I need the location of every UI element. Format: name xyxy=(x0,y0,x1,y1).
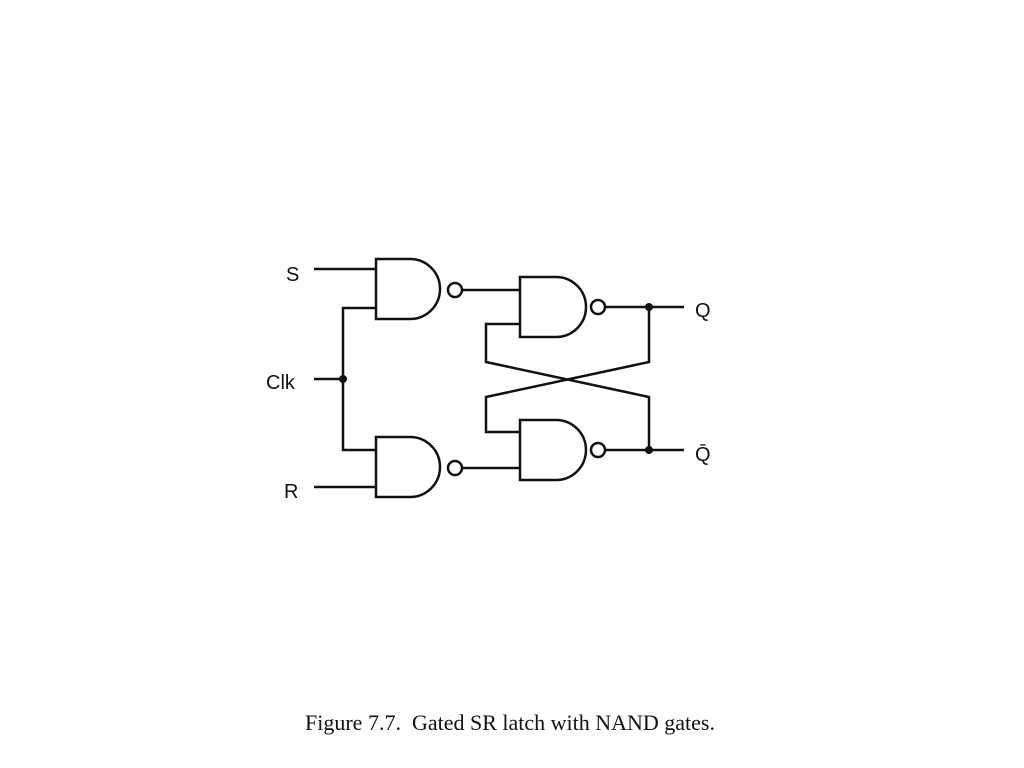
input-label-s: S xyxy=(286,264,299,286)
nand-gate-bottom-latch xyxy=(518,418,588,482)
input-label-clk: Clk xyxy=(266,372,296,394)
nand-gate-top-input xyxy=(374,257,442,321)
inversion-bubble-bottom-latch xyxy=(589,441,607,459)
inversion-bubble-top-latch xyxy=(589,298,607,316)
q-bar-junction-dot xyxy=(645,446,653,454)
feedback-q-bar-to-gate3 xyxy=(484,322,651,450)
nand-gate-bottom-input xyxy=(374,435,442,499)
input-label-r: R xyxy=(284,481,298,503)
figure-caption: Figure 7.7. Gated SR latch with NAND gat… xyxy=(305,710,715,735)
output-label-q: Q xyxy=(695,300,711,322)
inversion-bubble-top-input xyxy=(446,281,464,299)
q-junction-dot xyxy=(645,303,653,311)
inversion-bubble-bottom-input xyxy=(446,459,464,477)
clk-wire-to-top-gate xyxy=(341,306,376,379)
clk-junction-dot xyxy=(339,375,347,383)
output-label-q-bar: Q̄ xyxy=(695,443,711,466)
nand-gate-top-latch xyxy=(518,275,588,339)
feedback-q-to-gate4 xyxy=(484,307,651,434)
clk-wire-to-bottom-gate xyxy=(341,379,376,452)
